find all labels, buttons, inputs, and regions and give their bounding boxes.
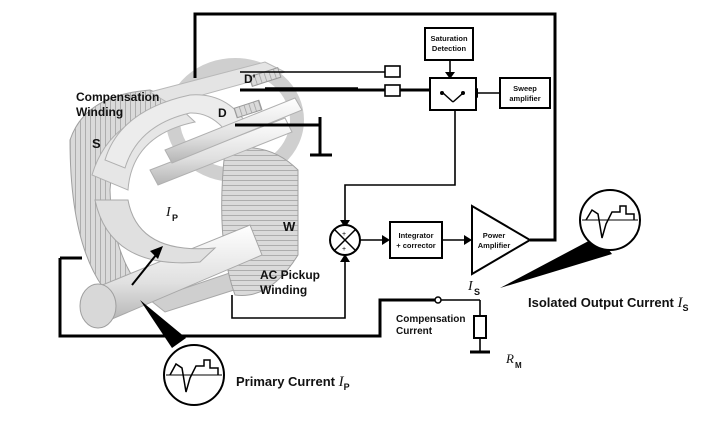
saturation-detection-block: Saturation Detection bbox=[424, 27, 474, 61]
rm-label-sub: M bbox=[515, 361, 522, 370]
ip-marker-sub: P bbox=[172, 213, 178, 223]
ac-pickup-label-line2: Winding bbox=[260, 283, 307, 297]
ac-pickup-label-line1: AC Pickup bbox=[260, 268, 320, 282]
w-marker-label: W bbox=[283, 219, 296, 234]
inner-core-rod-d-prime bbox=[164, 97, 303, 164]
is-marker-i: I bbox=[467, 279, 474, 294]
ip-marker-i: I bbox=[165, 205, 172, 220]
is-marker-sub: S bbox=[474, 287, 480, 297]
switch-block bbox=[429, 77, 477, 111]
compensation-winding-label-line1: Compensation bbox=[76, 90, 159, 104]
power-amplifier-triangle: Power Amplifier bbox=[471, 204, 532, 276]
isolated-output-current-label: Isolated Output Current IS bbox=[528, 295, 689, 313]
d-label: D bbox=[218, 106, 227, 120]
output-waveform-callout bbox=[500, 189, 641, 288]
sweep-amplifier-block: Sweep amplifier bbox=[499, 77, 551, 109]
sweep-label-line1: Sweep bbox=[513, 84, 537, 93]
d-prime-label: D' bbox=[244, 72, 256, 86]
summing-junction: + + bbox=[329, 224, 361, 256]
integrator-label-line2: + corrector bbox=[396, 241, 435, 250]
svg-text:+: + bbox=[342, 246, 346, 253]
primary-current-label: Primary Current IP bbox=[236, 374, 350, 392]
rm-resistor bbox=[473, 315, 487, 339]
integrator-corrector-block: Integrator + corrector bbox=[389, 221, 443, 259]
integrator-label-line1: Integrator bbox=[398, 231, 433, 240]
primary-waveform-callout bbox=[140, 300, 225, 406]
compensation-winding-coil bbox=[69, 89, 177, 311]
sweep-label-line2: amplifier bbox=[509, 94, 540, 103]
saturation-label-line2: Detection bbox=[432, 44, 467, 53]
svg-text:+: + bbox=[342, 231, 346, 238]
power-label-line2: Amplifier bbox=[478, 241, 511, 250]
compensation-current-label-line1: Compensation bbox=[396, 314, 465, 325]
power-label-line1: Power bbox=[483, 231, 506, 240]
saturation-label-line1: Saturation bbox=[430, 34, 468, 43]
circuit-wiring bbox=[58, 12, 557, 354]
rm-label-main: R bbox=[505, 351, 514, 366]
compensation-current-label-line2: Current bbox=[396, 326, 433, 337]
d-prime-terminal-box-lower bbox=[384, 84, 401, 97]
s-marker-label: S bbox=[92, 136, 101, 151]
d-prime-terminal-box-upper bbox=[384, 65, 401, 78]
compensation-winding-label-line2: Winding bbox=[76, 105, 123, 119]
